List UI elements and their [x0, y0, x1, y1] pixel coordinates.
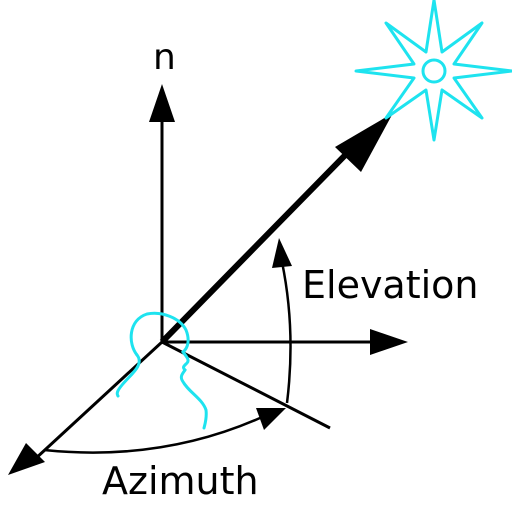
azimuth-arc	[43, 408, 286, 454]
ground-projection-line	[161, 340, 331, 430]
normal-axis	[149, 84, 175, 342]
elevation-label: Elevation	[302, 263, 479, 307]
sun-icon	[354, 0, 512, 142]
horizontal-axis	[162, 329, 408, 355]
sun-direction-vector	[159, 113, 393, 345]
head-profile-icon	[115, 311, 208, 430]
elevation-arc	[272, 238, 292, 404]
azimuth-label: Azimuth	[102, 459, 259, 503]
normal-label: n	[153, 37, 176, 78]
